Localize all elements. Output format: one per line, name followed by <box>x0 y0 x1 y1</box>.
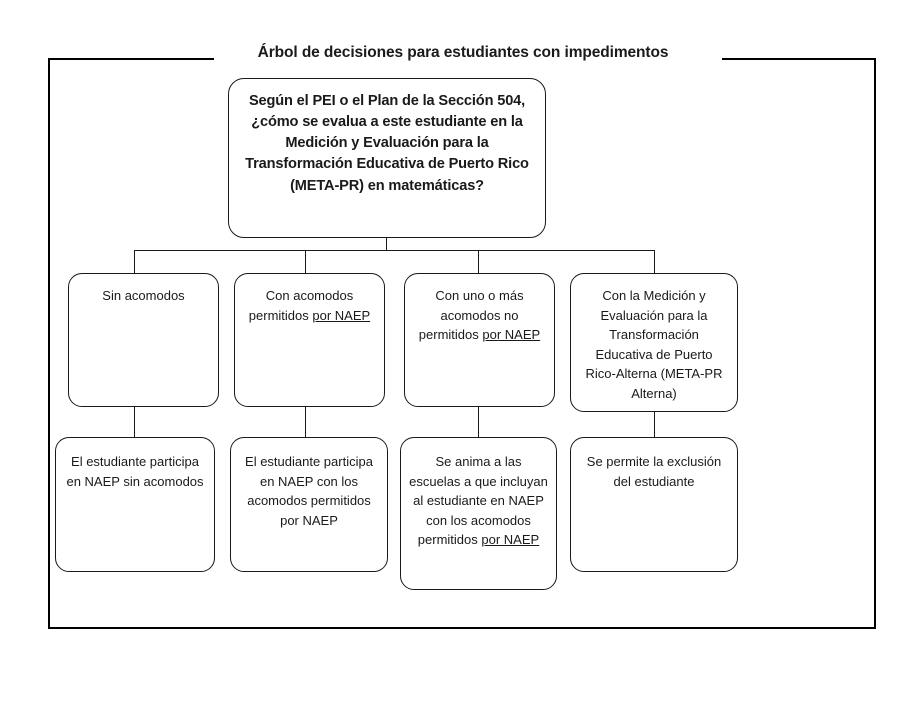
frame-left-border <box>48 58 50 629</box>
outcome-node-se-anima-escuelas: Se anima a las escuelas a que incluyan a… <box>400 437 557 590</box>
connector-drop-3 <box>478 250 480 273</box>
outcome-node-participa-sin-acomodos: El estudiante participa en NAEP sin acom… <box>55 437 215 572</box>
connector-link-4 <box>654 412 656 437</box>
frame-top-right-segment <box>722 58 876 60</box>
root-question-text: Según el PEI o el Plan de la Sección 504… <box>245 93 529 194</box>
connector-link-3 <box>478 407 480 437</box>
outcome-node-4-text: Se permite la exclusión del estudiante <box>586 454 722 489</box>
decision-node-acomodos-permitidos: Con acomodos permitidos por NAEP <box>234 273 385 407</box>
connector-drop-2 <box>305 250 307 273</box>
diagram-title: Árbol de decisiones para estudiantes con… <box>257 44 669 61</box>
decision-node-4-text: Con la Medición y Evaluación para la Tra… <box>585 288 723 401</box>
connector-horizontal-bus <box>134 250 655 252</box>
connector-link-1 <box>134 407 136 437</box>
outcome-node-2-text: El estudiante participa en NAEP con los … <box>245 454 373 528</box>
decision-node-1-text: Sin acomodos <box>102 288 185 303</box>
outcome-node-3-text: Se anima a las escuelas a que incluyan a… <box>409 454 548 547</box>
connector-root-stem <box>386 238 388 250</box>
frame-top-left-segment <box>48 58 214 60</box>
decision-node-meta-pr-alterna: Con la Medición y Evaluación para la Tra… <box>570 273 738 412</box>
connector-link-2 <box>305 407 307 437</box>
decision-node-acomodos-no-permitidos: Con uno o más acomodos no permitidos por… <box>404 273 555 407</box>
decision-node-2-text: Con acomodos permitidos por NAEP <box>248 288 371 323</box>
outcome-node-exclusion: Se permite la exclusión del estudiante <box>570 437 738 572</box>
frame-bottom-border <box>48 627 876 629</box>
frame-right-border <box>874 58 876 629</box>
root-question-node: Según el PEI o el Plan de la Sección 504… <box>228 78 546 238</box>
outcome-node-participa-con-acomodos: El estudiante participa en NAEP con los … <box>230 437 388 572</box>
decision-node-sin-acomodos: Sin acomodos <box>68 273 219 407</box>
connector-drop-4 <box>654 250 656 273</box>
connector-drop-1 <box>134 250 136 273</box>
decision-node-3-text: Con uno o más acomodos no permitidos por… <box>418 288 541 342</box>
outcome-node-1-text: El estudiante participa en NAEP sin acom… <box>66 454 204 489</box>
